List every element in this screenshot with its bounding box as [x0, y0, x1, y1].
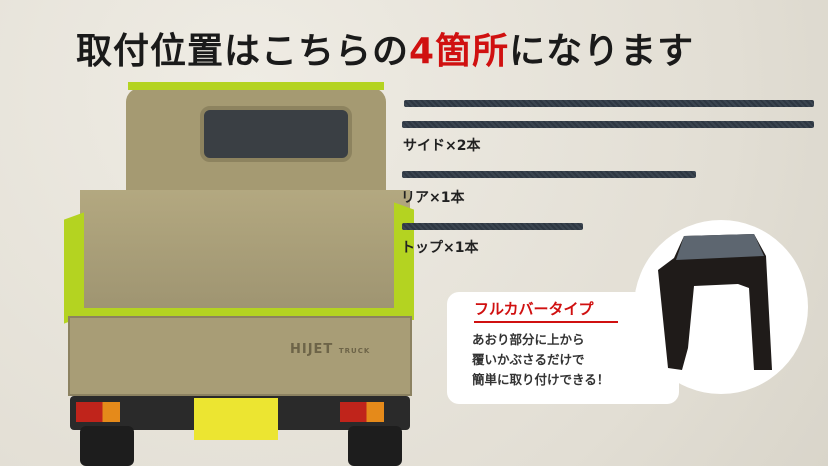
title-highlight: 4箇所 [409, 31, 510, 72]
license-plate [194, 398, 278, 440]
page-title: 取付位置はこちらの4箇所になります [76, 31, 695, 72]
tire-right [348, 426, 402, 466]
rear-part-label: リア×1本 [401, 190, 465, 206]
tire-left [80, 426, 134, 466]
side-part-2 [402, 121, 814, 128]
side-rail-left [64, 212, 84, 324]
callout-bubble [447, 292, 679, 404]
side-part-label: サイド×2本 [403, 138, 481, 154]
tailgate [68, 316, 412, 396]
tail-lamp-left [76, 402, 120, 422]
truck-photo: HIJET TRUCK [40, 80, 420, 466]
side-part-1 [404, 100, 814, 107]
rear-part [402, 171, 696, 178]
top-part-label: トップ×1本 [401, 240, 479, 256]
cover-product-image [658, 234, 772, 370]
truck-bed [80, 190, 410, 320]
callout-text: あおり部分に上から 覆いかぶさるだけで 簡単に取り付けできる！ [472, 332, 610, 387]
truck-rear-window [200, 106, 352, 162]
truck-logo: HIJET TRUCK [290, 342, 371, 357]
top-part [402, 223, 583, 230]
top-rail [128, 82, 384, 90]
side-rail-right [394, 202, 414, 320]
tail-lamp-right [340, 402, 384, 422]
callout-heading: フルカバータイプ [474, 298, 618, 323]
